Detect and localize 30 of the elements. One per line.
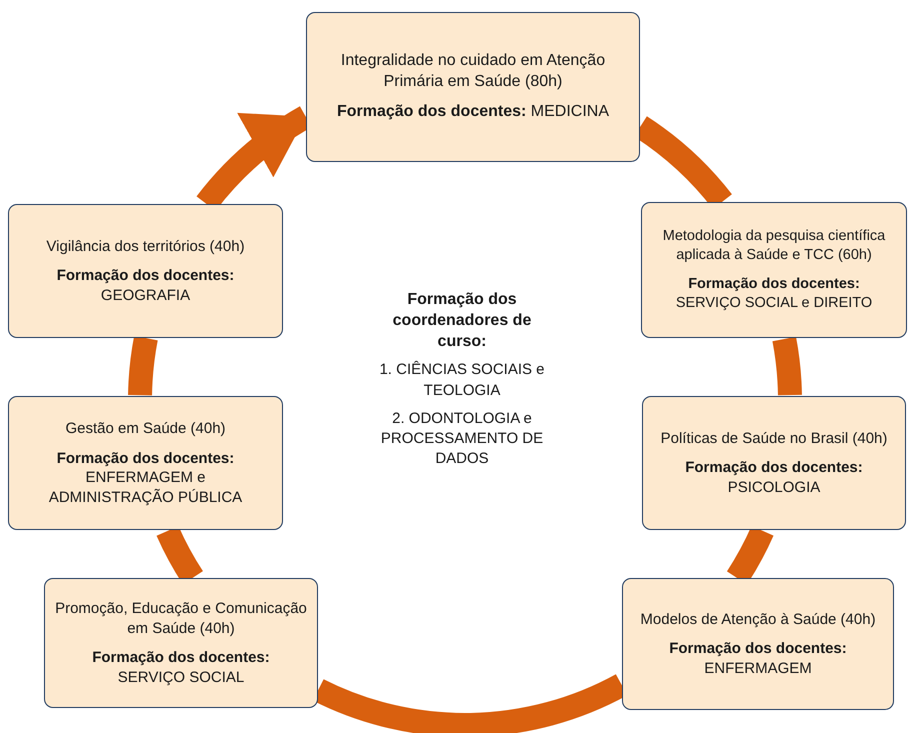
module-title: Gestão em Saúde (40h) xyxy=(65,419,226,438)
module-title: Modelos de Atenção à Saúde (40h) xyxy=(640,610,876,630)
teacher-heading: Formação dos docentes: xyxy=(688,275,860,294)
coordinator-item: 1. CIÊNCIAS SOCIAIS e TEOLOGIA xyxy=(378,360,546,401)
coordinators-heading: Formação dos coordenadores de curso: xyxy=(392,290,532,352)
teacher-heading: Formação dos docentes: xyxy=(685,458,863,478)
module-box xyxy=(642,396,906,530)
teacher-heading: Formação dos docentes: xyxy=(669,639,847,659)
teacher-background: Formação dos docentes: MEDICINA xyxy=(336,102,610,122)
module-title: Políticas de Saúde no Brasil (40h) xyxy=(660,428,888,448)
module-box xyxy=(622,578,894,710)
teacher-background: PSICOLOGIA xyxy=(728,478,820,498)
module-box xyxy=(44,578,318,708)
module-title: Vigilância dos territórios (40h) xyxy=(46,236,245,256)
teacher-background: GEOGRAFIA xyxy=(100,286,190,306)
teacher-background: SERVIÇO SOCIAL e DIREITO xyxy=(676,294,872,313)
module-box xyxy=(641,202,907,338)
teacher-background: ENFERMAGEM e ADMINISTRAÇÃO PÚBLICA xyxy=(48,468,244,507)
coordinator-item: 2. ODONTOLOGIA e PROCESSAMENTO DE DADOS xyxy=(380,408,544,470)
module-title: Promoção, Educação e Comunicação em Saúde (40h) xyxy=(55,599,307,638)
teacher-background: SERVIÇO SOCIAL xyxy=(118,668,244,687)
module-title: Integralidade no cuidado em Atenção Primária em Saúde (80h) xyxy=(340,50,606,92)
module-box xyxy=(306,12,640,162)
teacher-heading: Formação dos docentes: xyxy=(56,448,234,468)
module-title: Metodologia da pesquisa científica aplicada à Saúde e TCC (60h) xyxy=(662,227,886,265)
module-box xyxy=(8,204,283,338)
module-box xyxy=(8,396,283,530)
teacher-background: ENFERMAGEM xyxy=(704,658,812,678)
teacher-heading: Formação dos docentes: xyxy=(56,266,234,286)
teacher-heading: Formação dos docentes: xyxy=(92,648,270,668)
